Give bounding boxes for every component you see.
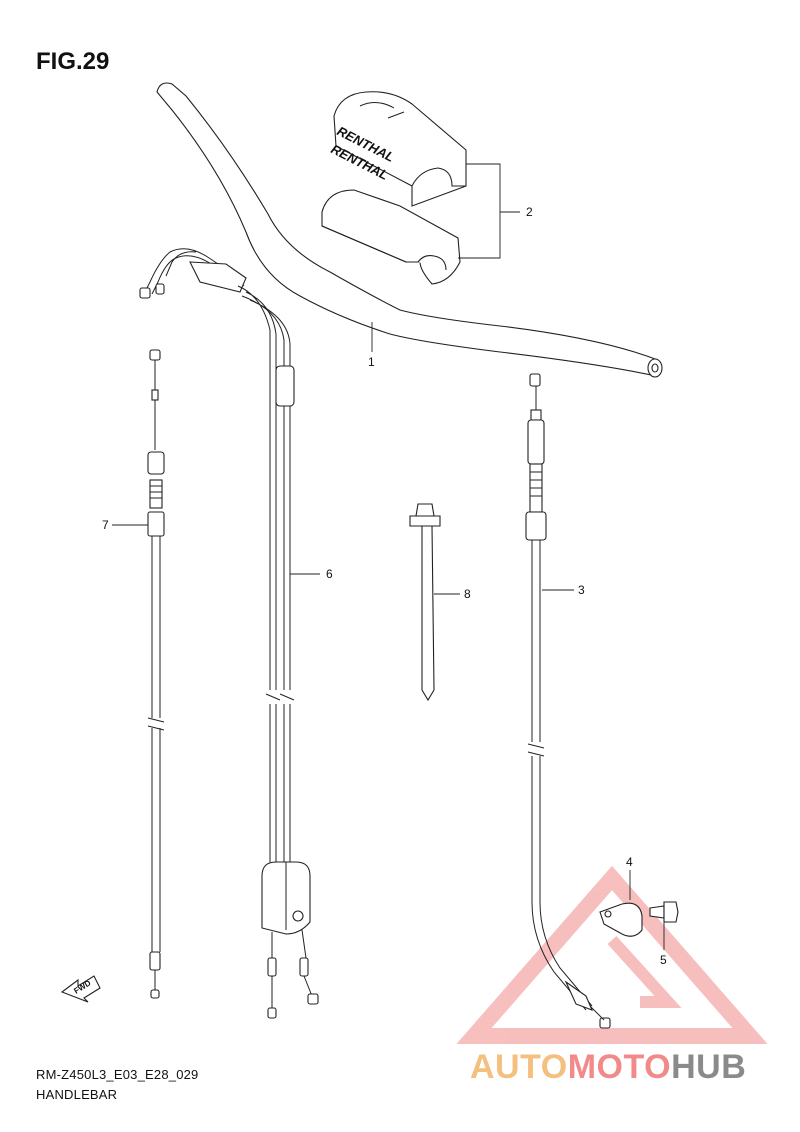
cable-clamp: 4 — [599, 855, 643, 937]
hot-start-cable: 7 — [102, 349, 165, 999]
callout-3: 3 — [578, 583, 585, 597]
callout-1: 1 — [368, 355, 375, 369]
throttle-cable: 6 — [139, 248, 333, 1019]
handlebar — [156, 82, 663, 378]
section-name: HANDLEBAR — [36, 1087, 118, 1102]
callout-4: 4 — [626, 855, 633, 869]
clamp-bolt: 5 — [649, 901, 679, 967]
callout-2: 2 — [526, 205, 533, 219]
watermark-part1: AUTO — [470, 1048, 568, 1086]
watermark-part2: MOTO — [567, 1048, 672, 1086]
callout-5: 5 — [660, 953, 667, 967]
watermark-part3: HUB — [671, 1048, 747, 1086]
callout-6: 6 — [326, 567, 333, 581]
model-code: RM-Z450L3_E03_E28_029 — [36, 1067, 199, 1082]
watermark-logo — [456, 865, 768, 1044]
clutch-cable: 3 — [525, 373, 611, 1029]
cable-tie: 8 — [409, 503, 471, 702]
figure-title: FIG.29 — [36, 48, 110, 75]
callout-7: 7 — [102, 518, 109, 532]
handlebar-pad: RENTHAL RENTHAL 2 — [321, 91, 533, 285]
watermark-text: AUTOMOTOHUB — [470, 1048, 746, 1087]
fwd-arrow-icon: FWD — [60, 975, 101, 1003]
callout-8: 8 — [464, 587, 471, 601]
